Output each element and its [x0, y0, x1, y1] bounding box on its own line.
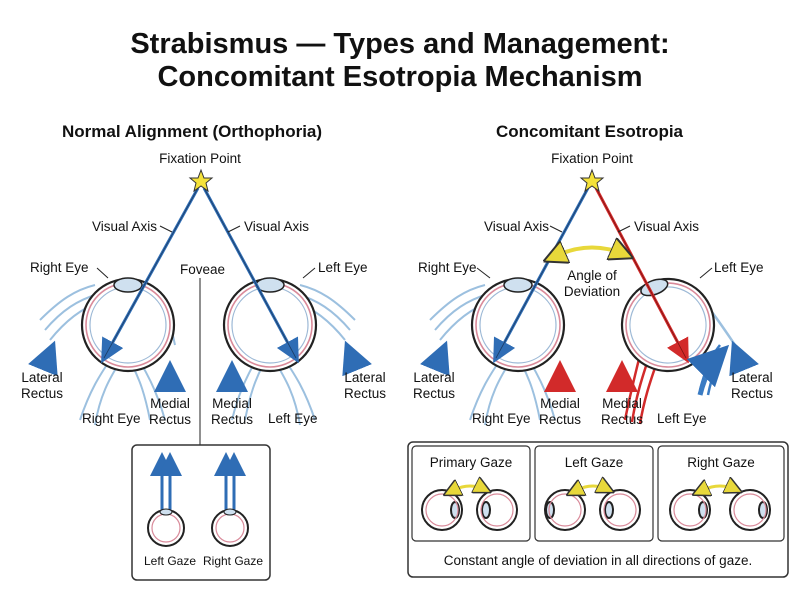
eso-left-eye-bottom: Left Eye [657, 411, 707, 426]
normal-visual-axis-right: Visual Axis [244, 219, 310, 234]
normal-medial-rectus-left: Medial Rectus [148, 396, 192, 427]
normal-visual-axis-left: Visual Axis [92, 219, 158, 234]
esotropia-panel [407, 168, 789, 578]
inset-left-gaze: Left Gaze [144, 554, 197, 568]
angle-of-deviation-arrow [558, 248, 626, 256]
muscle-arrows-esotropia [420, 340, 759, 396]
inset-right-gaze: Right Gaze [203, 554, 264, 568]
eso-left-eye-top: Left Eye [714, 260, 764, 275]
gaze-panel-left [534, 445, 654, 542]
eso-fixation-label: Fixation Point [551, 151, 633, 166]
gaze-label-primary: Primary Gaze [429, 455, 513, 470]
eso-medial-rectus-right: Medial Rectus [600, 396, 644, 427]
normal-right-eye-bottom: Right Eye [82, 411, 141, 426]
eso-visual-axis-left: Visual Axis [484, 219, 550, 234]
normal-right-eye-top: Right Eye [30, 260, 89, 275]
left-eye [222, 276, 318, 373]
normal-lateral-rectus-left: Lateral Rectus [20, 370, 64, 401]
gaze-angle-arrows [454, 486, 737, 490]
normal-panel [28, 168, 372, 581]
angle-of-deviation-label: Angle of Deviation [563, 268, 621, 300]
eso-lateral-rectus-left: Lateral Rectus [412, 370, 456, 401]
eso-medial-rectus-left: Medial Rectus [538, 396, 582, 427]
gaze-panel-primary [411, 445, 531, 542]
normal-left-eye-top: Left Eye [318, 260, 368, 275]
inset-eye-left [147, 452, 185, 547]
eso-right-eye-top: Right Eye [418, 260, 477, 275]
title-line-1: Strabismus — Types and Management: [130, 28, 670, 60]
title-line-2: Concomitant Esotropia Mechanism [157, 61, 643, 93]
inset-eye-right [211, 452, 249, 547]
gaze-caption: Constant angle of deviation in all direc… [443, 553, 753, 568]
eso-right-eye [470, 276, 566, 373]
normal-left-eye-bottom: Left Eye [268, 411, 318, 426]
gaze-label-right: Right Gaze [687, 455, 755, 470]
fixation-star [188, 168, 214, 193]
muscle-arrows-normal [28, 340, 372, 392]
eso-fixation-star [579, 168, 605, 193]
normal-heading: Normal Alignment (Orthophoria) [62, 122, 323, 141]
normal-medial-rectus-right: Medial Rectus [210, 396, 254, 427]
gaze-label-left: Left Gaze [564, 455, 624, 470]
normal-fixation-label: Fixation Point [159, 151, 241, 166]
esotropia-heading: Concomitant Esotropia [496, 122, 684, 141]
foveae-label: Foveae [180, 262, 226, 277]
gaze-panel-right [657, 445, 785, 542]
normal-lateral-rectus-right: Lateral Rectus [343, 370, 387, 401]
eso-lateral-rectus-right: Lateral Rectus [730, 370, 774, 401]
right-eye-muscles [39, 284, 176, 426]
eso-visual-axis-right: Visual Axis [634, 219, 700, 234]
eso-right-eye-bottom: Right Eye [472, 411, 531, 426]
right-eye [80, 276, 176, 373]
gaze-panels-box [407, 441, 789, 578]
